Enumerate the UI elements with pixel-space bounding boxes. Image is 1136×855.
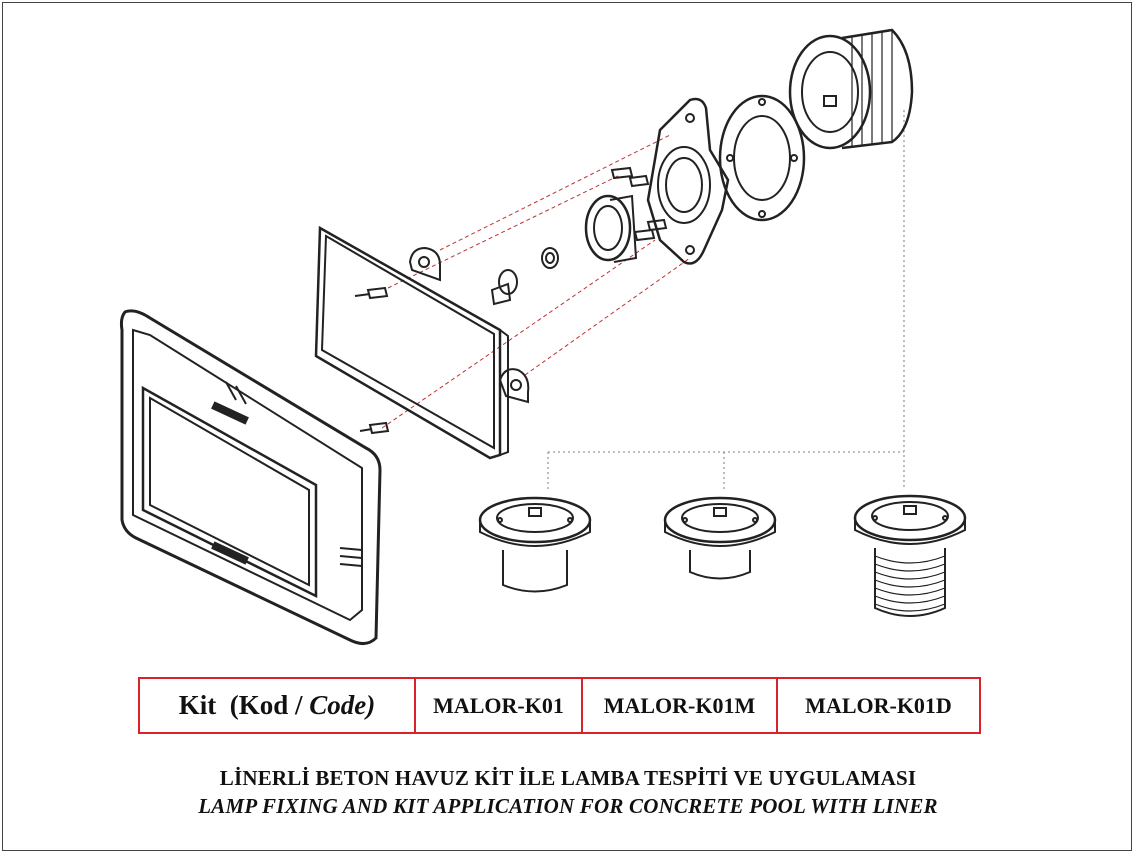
kit-code-header: Kit (Kod / Code): [138, 677, 416, 734]
assembly-guide-lines: [381, 134, 691, 429]
kod-label: (Kod /: [229, 690, 303, 720]
kit-leader-lines: [547, 110, 905, 490]
gasket: [718, 94, 806, 222]
screws: [354, 166, 668, 435]
kit-label: Kit: [178, 690, 217, 720]
lamp-panel: [314, 225, 530, 460]
exploded-assembly-drawing: [119, 28, 967, 645]
caption-turkish: LİNERLİ BETON HAVUZ KİT İLE LAMBA TESPİT…: [219, 766, 917, 790]
niche-housing: [788, 28, 914, 150]
lamp-holder-ring: [584, 194, 638, 263]
code-label: Code): [309, 690, 376, 720]
kit-variant-k01d: [853, 494, 967, 617]
kit-code-table: Kit (Kod / Code) MALOR-K01 MALOR-K01M MA…: [138, 677, 981, 734]
kit-variant-k01m: [663, 496, 777, 580]
kit-code-k01d: MALOR-K01D: [776, 677, 981, 734]
caption-english: LAMP FIXING AND KIT APPLICATION FOR CONC…: [198, 794, 938, 818]
front-trim-frame: [119, 309, 382, 645]
kit-variant-k01: [478, 496, 592, 593]
kit-code-k01: MALOR-K01: [414, 677, 583, 734]
cable-gland: [490, 247, 559, 306]
kit-code-k01m: MALOR-K01M: [581, 677, 778, 734]
mounting-bracket: [646, 97, 730, 265]
